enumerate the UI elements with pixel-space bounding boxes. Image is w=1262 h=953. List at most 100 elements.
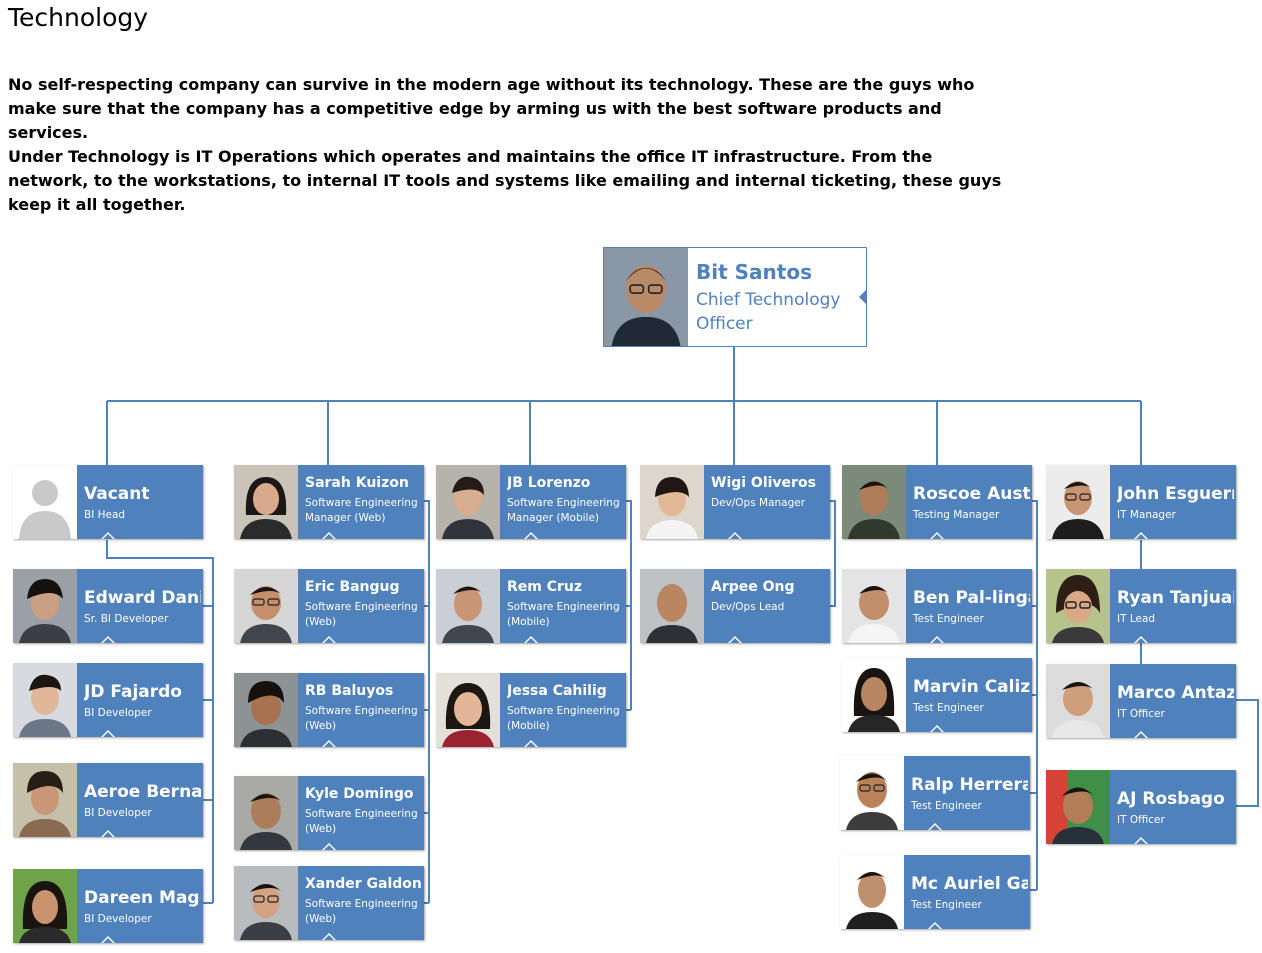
collapse-caret-icon[interactable] (524, 636, 538, 643)
collapse-caret-icon[interactable] (322, 740, 336, 747)
ceo-role: Chief Technology Officer (696, 290, 841, 334)
node-role: Test Engineer (911, 800, 982, 812)
node-name: AJ Rosbago (1117, 789, 1225, 809)
node-role: Dev/Ops Manager (711, 497, 806, 509)
org-node-devops-manager[interactable]: Wigi Oliveros Dev/Ops Manager (640, 465, 830, 539)
node-role: Software Engineering Manager (Mobile) (507, 497, 620, 524)
collapse-caret-icon[interactable] (524, 740, 538, 747)
node-role: Software Engineering (Mobile) (507, 601, 620, 628)
node-role: Software Engineering (Web) (305, 601, 418, 628)
node-name: Arpee Ong (711, 579, 795, 595)
node-name: Rem Cruz (507, 579, 583, 595)
collapse-caret-icon[interactable] (928, 922, 942, 929)
org-node-ceo[interactable]: Bit Santos Chief Technology Officer (603, 247, 867, 347)
collapse-caret-icon[interactable] (1134, 636, 1148, 643)
org-node-team-member[interactable]: RB Baluyos Software Engineering (Web) (234, 673, 424, 747)
node-name: Roscoe Austria (913, 484, 1030, 504)
org-node-it-manager[interactable]: John Esguerra IT Manager (1046, 465, 1236, 539)
node-role: IT Lead (1117, 613, 1156, 625)
collapse-caret-icon[interactable] (322, 532, 336, 539)
person-photo-icon (1046, 569, 1110, 643)
node-name: Eric Bangug (305, 579, 400, 595)
person-photo-icon (234, 776, 298, 850)
person-photo-icon (1046, 664, 1110, 738)
org-node-team-member[interactable]: Edward Daniel II Sr. BI Developer (13, 569, 203, 643)
org-node-team-member[interactable]: Aeroe Bernardo BI Developer (13, 763, 203, 837)
collapse-caret-icon[interactable] (101, 532, 115, 539)
person-photo-icon (13, 663, 77, 737)
collapse-caret-icon[interactable] (859, 290, 866, 304)
org-node-team-member[interactable]: Xander Galdones Software Engineering (We… (234, 866, 424, 940)
org-node-team-member[interactable]: Rem Cruz Software Engineering (Mobile) (436, 569, 626, 643)
it-operations-paragraph: Under Technology is IT Operations which … (8, 147, 1002, 214)
person-photo-icon (842, 465, 906, 539)
node-role: BI Developer (84, 807, 152, 819)
org-node-team-member[interactable]: Marco Antazo IT Officer (1046, 664, 1236, 738)
node-role: Software Engineering (Web) (305, 705, 418, 732)
collapse-caret-icon[interactable] (101, 636, 115, 643)
org-node-team-member[interactable]: Kyle Domingo Software Engineering (Web) (234, 776, 424, 850)
node-name: RB Baluyos (305, 683, 394, 699)
person-photo-icon (13, 869, 77, 943)
collapse-caret-icon[interactable] (728, 636, 742, 643)
org-node-team-member[interactable]: Jessa Cahilig Software Engineering (Mobi… (436, 673, 626, 747)
person-photo-icon (640, 569, 704, 643)
person-photo-icon (640, 465, 704, 539)
collapse-caret-icon[interactable] (524, 532, 538, 539)
org-node-team-member[interactable]: Ralp Herrera Test Engineer (840, 756, 1030, 830)
node-name: Sarah Kuizon (305, 475, 409, 491)
collapse-caret-icon[interactable] (1134, 731, 1148, 738)
collapse-caret-icon[interactable] (101, 936, 115, 943)
org-node-team-member[interactable]: Dareen Maguad BI Developer (13, 869, 203, 943)
collapse-caret-icon[interactable] (322, 933, 336, 940)
collapse-caret-icon[interactable] (930, 636, 944, 643)
collapse-caret-icon[interactable] (1134, 837, 1148, 844)
node-role: Test Engineer (913, 702, 984, 714)
person-photo-icon (842, 658, 906, 732)
org-node-team-member[interactable]: Mc Auriel Gagan Test Engineer (840, 855, 1030, 929)
node-name: Mc Auriel Gagan (911, 874, 1028, 894)
node-name: Ralp Herrera (911, 775, 1028, 795)
org-node-bi-head[interactable]: Vacant BI Head (13, 465, 203, 539)
collapse-caret-icon[interactable] (101, 830, 115, 837)
collapse-caret-icon[interactable] (322, 843, 336, 850)
node-role: Testing Manager (913, 509, 1000, 521)
person-placeholder-icon (13, 465, 77, 539)
node-role: IT Manager (1117, 509, 1176, 521)
node-name: JB Lorenzo (507, 475, 591, 491)
intro-paragraph: No self-respecting company can survive i… (8, 75, 975, 142)
node-name: Ben Pal-lingayan (913, 588, 1030, 608)
org-node-web-manager[interactable]: Sarah Kuizon Software Engineering Manage… (234, 465, 424, 539)
node-role: Dev/Ops Lead (711, 601, 785, 613)
org-node-team-member[interactable]: JD Fajardo BI Developer (13, 663, 203, 737)
person-photo-icon (234, 673, 298, 747)
node-name: Aeroe Bernardo (84, 782, 201, 802)
node-name: Marco Antazo (1117, 683, 1234, 703)
collapse-caret-icon[interactable] (322, 636, 336, 643)
collapse-caret-icon[interactable] (928, 823, 942, 830)
node-role: Software Engineering (Web) (305, 808, 418, 835)
node-role: BI Head (84, 509, 126, 521)
node-role: Software Engineering (Mobile) (507, 705, 620, 732)
node-name: Kyle Domingo (305, 786, 414, 802)
collapse-caret-icon[interactable] (101, 730, 115, 737)
org-node-team-member[interactable]: Arpee Ong Dev/Ops Lead (640, 569, 830, 643)
collapse-caret-icon[interactable] (930, 725, 944, 732)
org-node-team-member[interactable]: AJ Rosbago IT Officer (1046, 770, 1236, 844)
collapse-caret-icon[interactable] (728, 532, 742, 539)
org-node-team-member[interactable]: Eric Bangug Software Engineering (Web) (234, 569, 424, 643)
ceo-name: Bit Santos (696, 260, 812, 284)
org-node-testing-manager[interactable]: Roscoe Austria Testing Manager (842, 465, 1032, 539)
org-node-team-member[interactable]: Ryan Tanjuakio IT Lead (1046, 569, 1236, 643)
org-node-mobile-manager[interactable]: JB Lorenzo Software Engineering Manager … (436, 465, 626, 539)
node-role: Sr. BI Developer (84, 613, 169, 625)
node-role: Test Engineer (913, 613, 984, 625)
node-name: Wigi Oliveros (711, 475, 816, 491)
node-name: Dareen Maguad (84, 888, 201, 908)
person-photo-icon (436, 465, 500, 539)
collapse-caret-icon[interactable] (1134, 532, 1148, 539)
org-node-team-member[interactable]: Marvin Calizo Test Engineer (842, 658, 1032, 732)
org-node-team-member[interactable]: Ben Pal-lingayan Test Engineer (842, 569, 1032, 643)
person-photo-icon (1046, 770, 1110, 844)
collapse-caret-icon[interactable] (930, 532, 944, 539)
